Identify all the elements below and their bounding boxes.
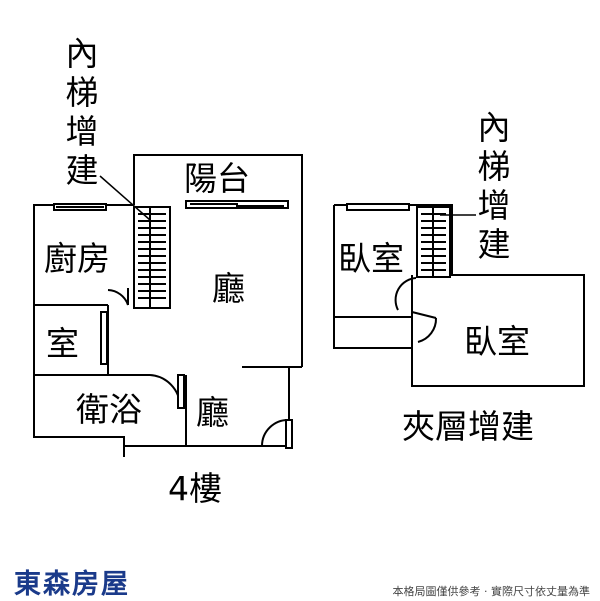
room-label-hall-upper: 廳: [212, 269, 245, 308]
room-label-hall-lower: 廳: [196, 393, 229, 432]
brand-logo-text: 東森房屋: [14, 569, 130, 600]
floor-4-caption: 4樓: [168, 469, 222, 508]
room-label-room: 室: [46, 324, 79, 363]
floor-4-stair-label: 內梯增建: [65, 34, 99, 190]
floor-4-stairs: [99, 175, 171, 309]
kitchen-window: [53, 203, 107, 211]
room-label-bedroom-small: 臥室: [338, 239, 404, 278]
mezzanine-window: [346, 203, 410, 211]
mezzanine-doors: [394, 277, 438, 343]
room-label-balcony: 陽台: [184, 159, 250, 198]
balcony-sliding-door: [185, 200, 289, 209]
room-label-kitchen: 廚房: [44, 239, 110, 278]
room-label-bedroom-large: 臥室: [464, 322, 530, 361]
mezzanine-walls: [333, 204, 585, 387]
disclaimer-text: 本格局圖僅供參考 · 實際尺寸依丈量為準: [392, 585, 591, 598]
floor-4-doors: [107, 288, 293, 449]
room-label-bathroom: 衛浴: [76, 390, 142, 429]
mezzanine-stairs: [416, 206, 476, 278]
mezzanine-stair-label: 內梯增建: [477, 108, 511, 264]
mezzanine-caption: 夾層增建: [402, 407, 534, 446]
room-sliding-door: [100, 311, 108, 365]
